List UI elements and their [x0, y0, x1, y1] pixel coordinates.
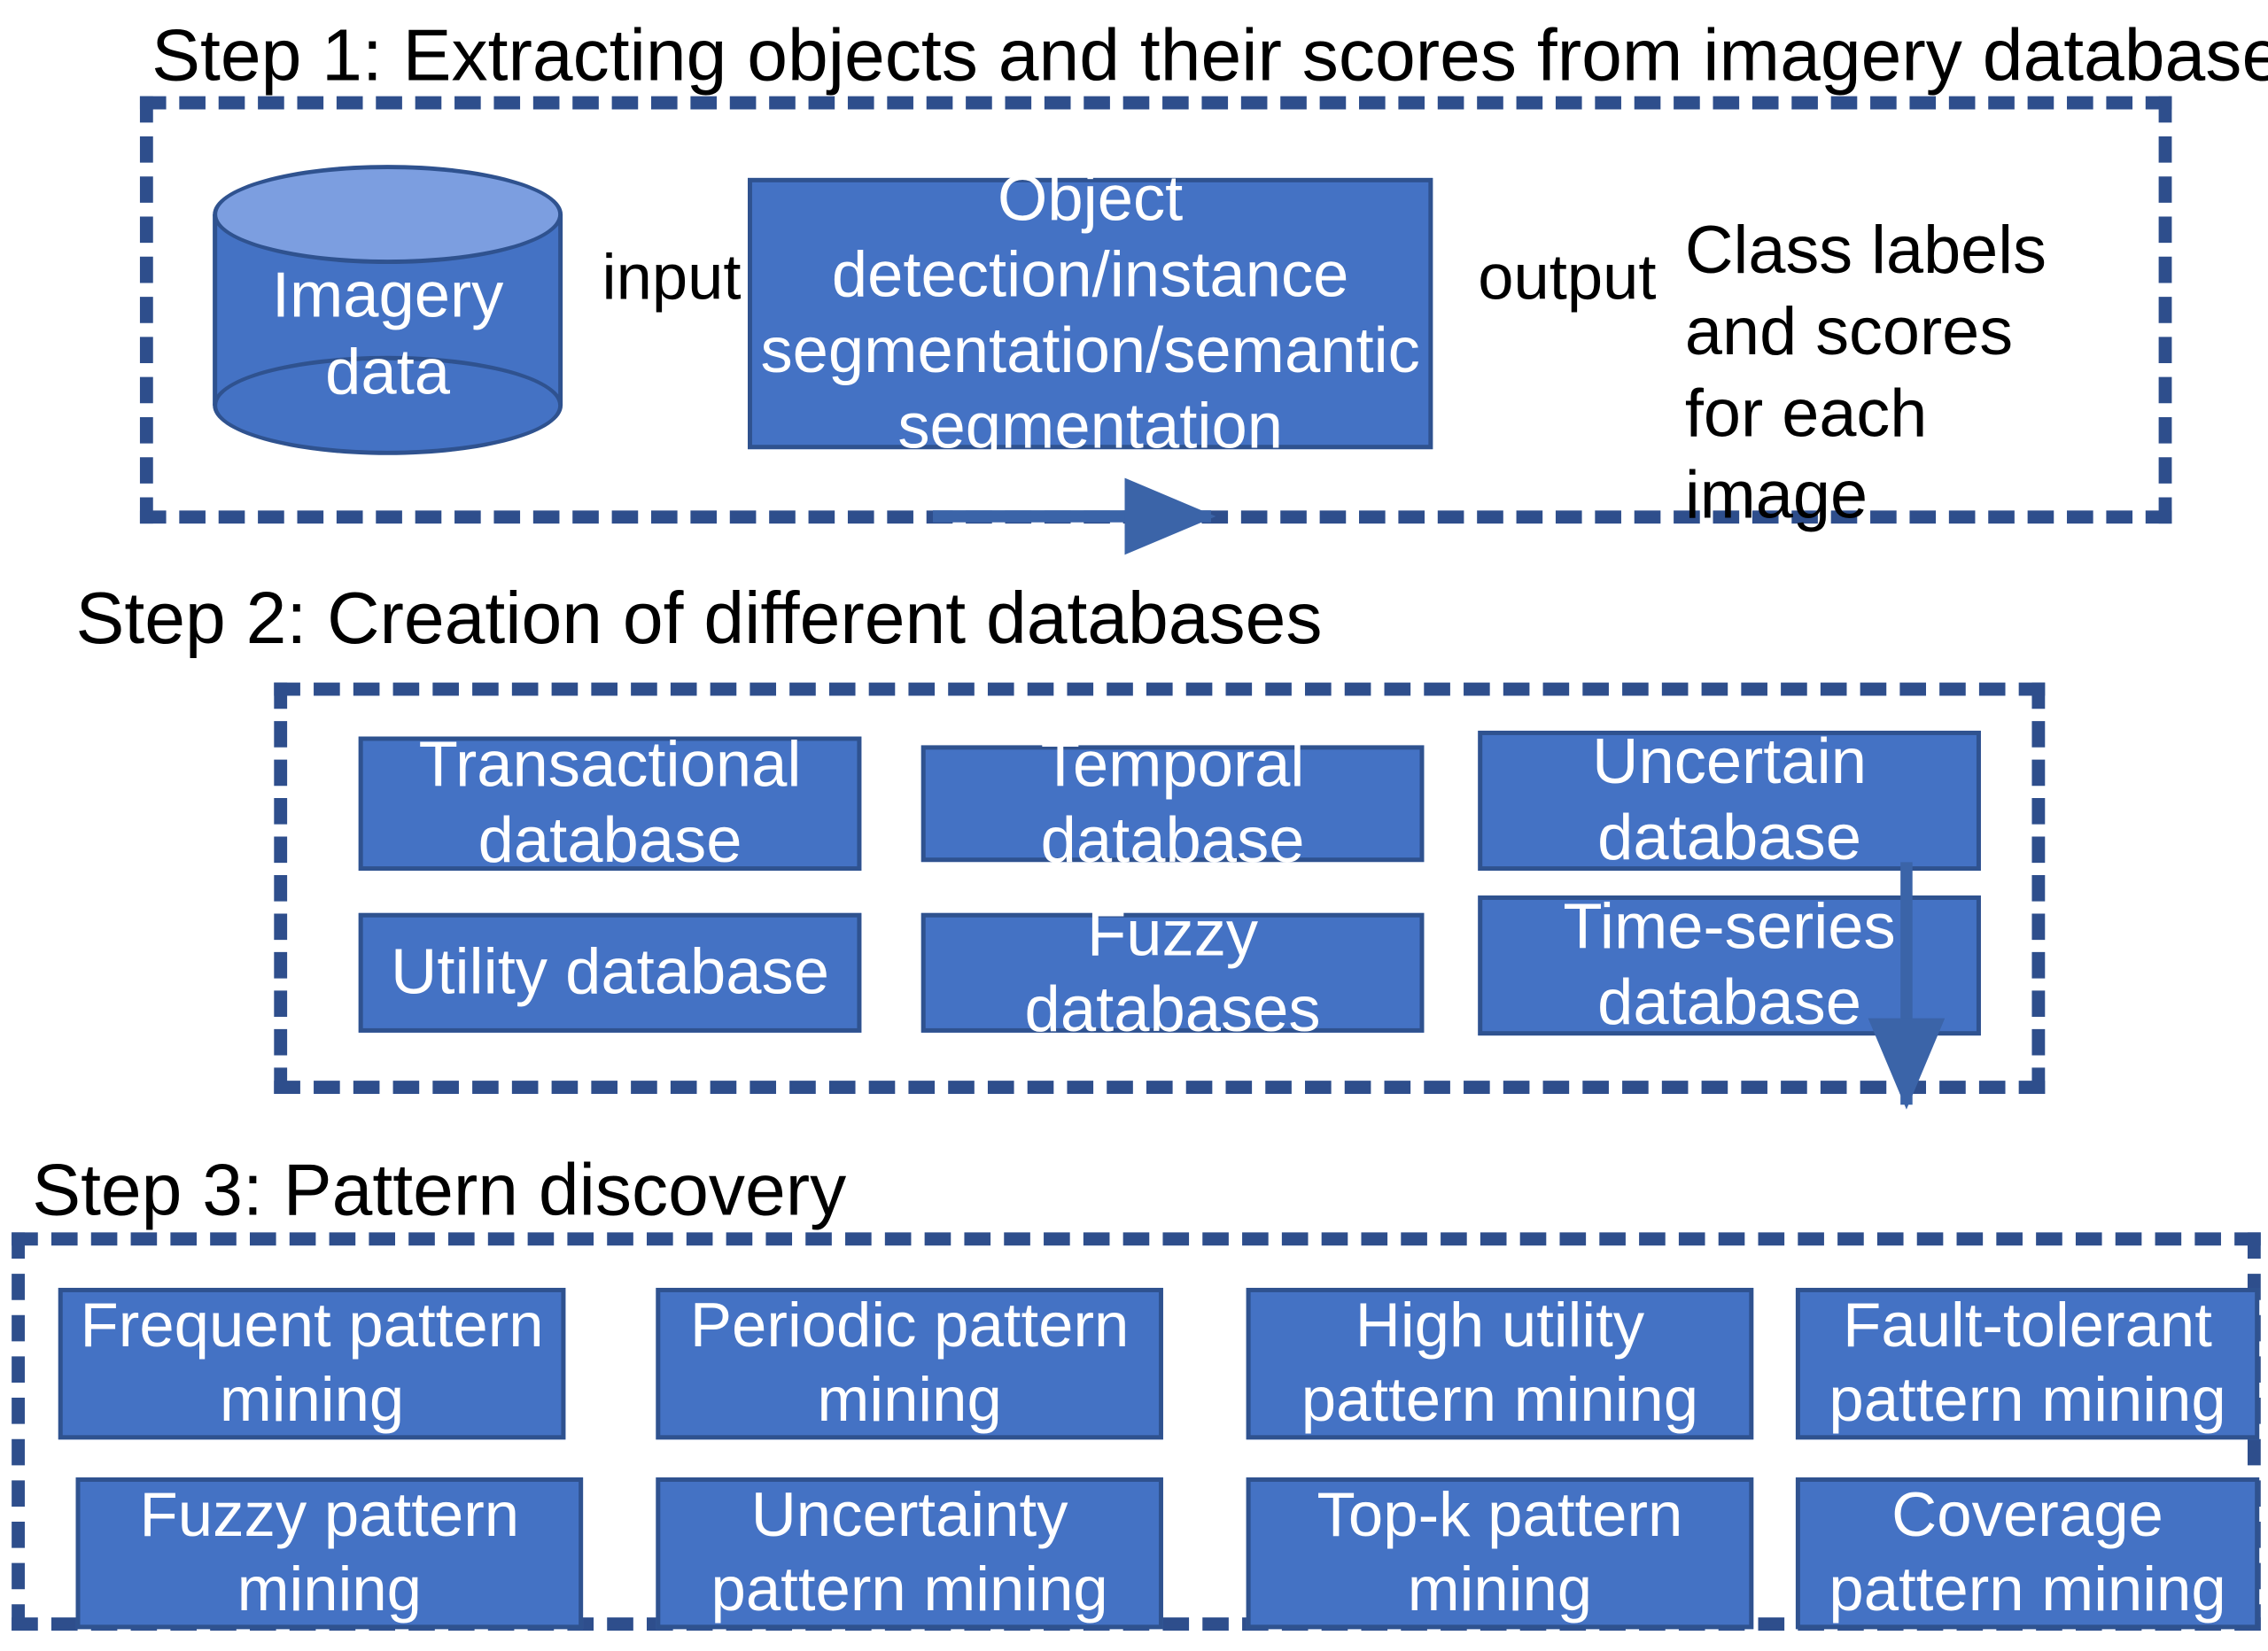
database-box-label: Time-series database — [1563, 891, 1896, 1039]
database-box-label: Transactional database — [418, 729, 802, 877]
cylinder-bottom-ellipse — [213, 355, 563, 455]
input-arrow-label: input — [602, 242, 742, 314]
imagery-data-cylinder: Imagery data — [213, 165, 563, 455]
database-box-label: Utility database — [391, 936, 829, 1008]
pattern-box-coverage[interactable]: Coverage pattern mining — [1795, 1477, 2260, 1630]
step-2-title: Step 2: Creation of different databases — [75, 577, 1323, 660]
database-box-label: Temporal database — [1040, 729, 1305, 877]
database-box-temporal[interactable]: Temporal database — [920, 729, 1425, 877]
database-box-time-series[interactable]: Time-series database — [1478, 891, 1981, 1038]
pattern-box-label: Frequent pattern mining — [80, 1291, 544, 1436]
pattern-box-label: High utility pattern mining — [1301, 1291, 1699, 1436]
pattern-box-label: Periodic pattern mining — [689, 1291, 1130, 1436]
output-arrow-label: output — [1478, 242, 1657, 314]
database-box-utility[interactable]: Utility database — [358, 912, 862, 1033]
pattern-box-label: Fuzzy pattern mining — [139, 1480, 520, 1625]
database-box-label: Uncertain database — [1592, 726, 1867, 874]
cylinder-label-line2: data — [325, 336, 451, 408]
cylinder-label-line1: Imagery — [271, 259, 504, 331]
pattern-box-frequent[interactable]: Frequent pattern mining — [58, 1287, 566, 1440]
class-labels-result-text: Class labels and scores for each image — [1684, 211, 2047, 533]
step-3-title: Step 3: Pattern discovery — [32, 1149, 847, 1231]
step-2-container — [274, 682, 2046, 1094]
cylinder-label: Imagery data — [213, 165, 563, 455]
pattern-box-periodic[interactable]: Periodic pattern mining — [656, 1287, 1163, 1440]
pattern-box-label: Top-k pattern mining — [1317, 1480, 1683, 1625]
detection-process-box[interactable]: Object detection/instance segmentation/s… — [748, 164, 1433, 462]
pattern-box-label: Coverage pattern mining — [1829, 1480, 2226, 1625]
pattern-box-label: Uncertainty pattern mining — [711, 1480, 1108, 1625]
pattern-box-uncertainty[interactable]: Uncertainty pattern mining — [656, 1477, 1163, 1630]
cylinder-top-ellipse — [213, 165, 563, 265]
detection-process-label: Object detection/instance segmentation/s… — [760, 163, 1420, 462]
pattern-box-fault-tolerant[interactable]: Fault-tolerant pattern mining — [1795, 1287, 2260, 1440]
database-box-label: Fuzzy databases — [1024, 898, 1321, 1046]
pattern-box-label: Fault-tolerant pattern mining — [1829, 1291, 2226, 1436]
database-box-fuzzy[interactable]: Fuzzy databases — [920, 898, 1425, 1046]
step-1-container — [139, 96, 2172, 524]
database-box-transactional[interactable]: Transactional database — [358, 729, 862, 877]
step-1-title: Step 1: Extracting objects and their sco… — [151, 14, 2268, 97]
pattern-box-high-utility[interactable]: High utility pattern mining — [1246, 1287, 1754, 1440]
database-box-uncertain[interactable]: Uncertain database — [1478, 726, 1981, 873]
pattern-box-top-k[interactable]: Top-k pattern mining — [1246, 1477, 1754, 1630]
pattern-box-fuzzy[interactable]: Fuzzy pattern mining — [75, 1477, 584, 1630]
